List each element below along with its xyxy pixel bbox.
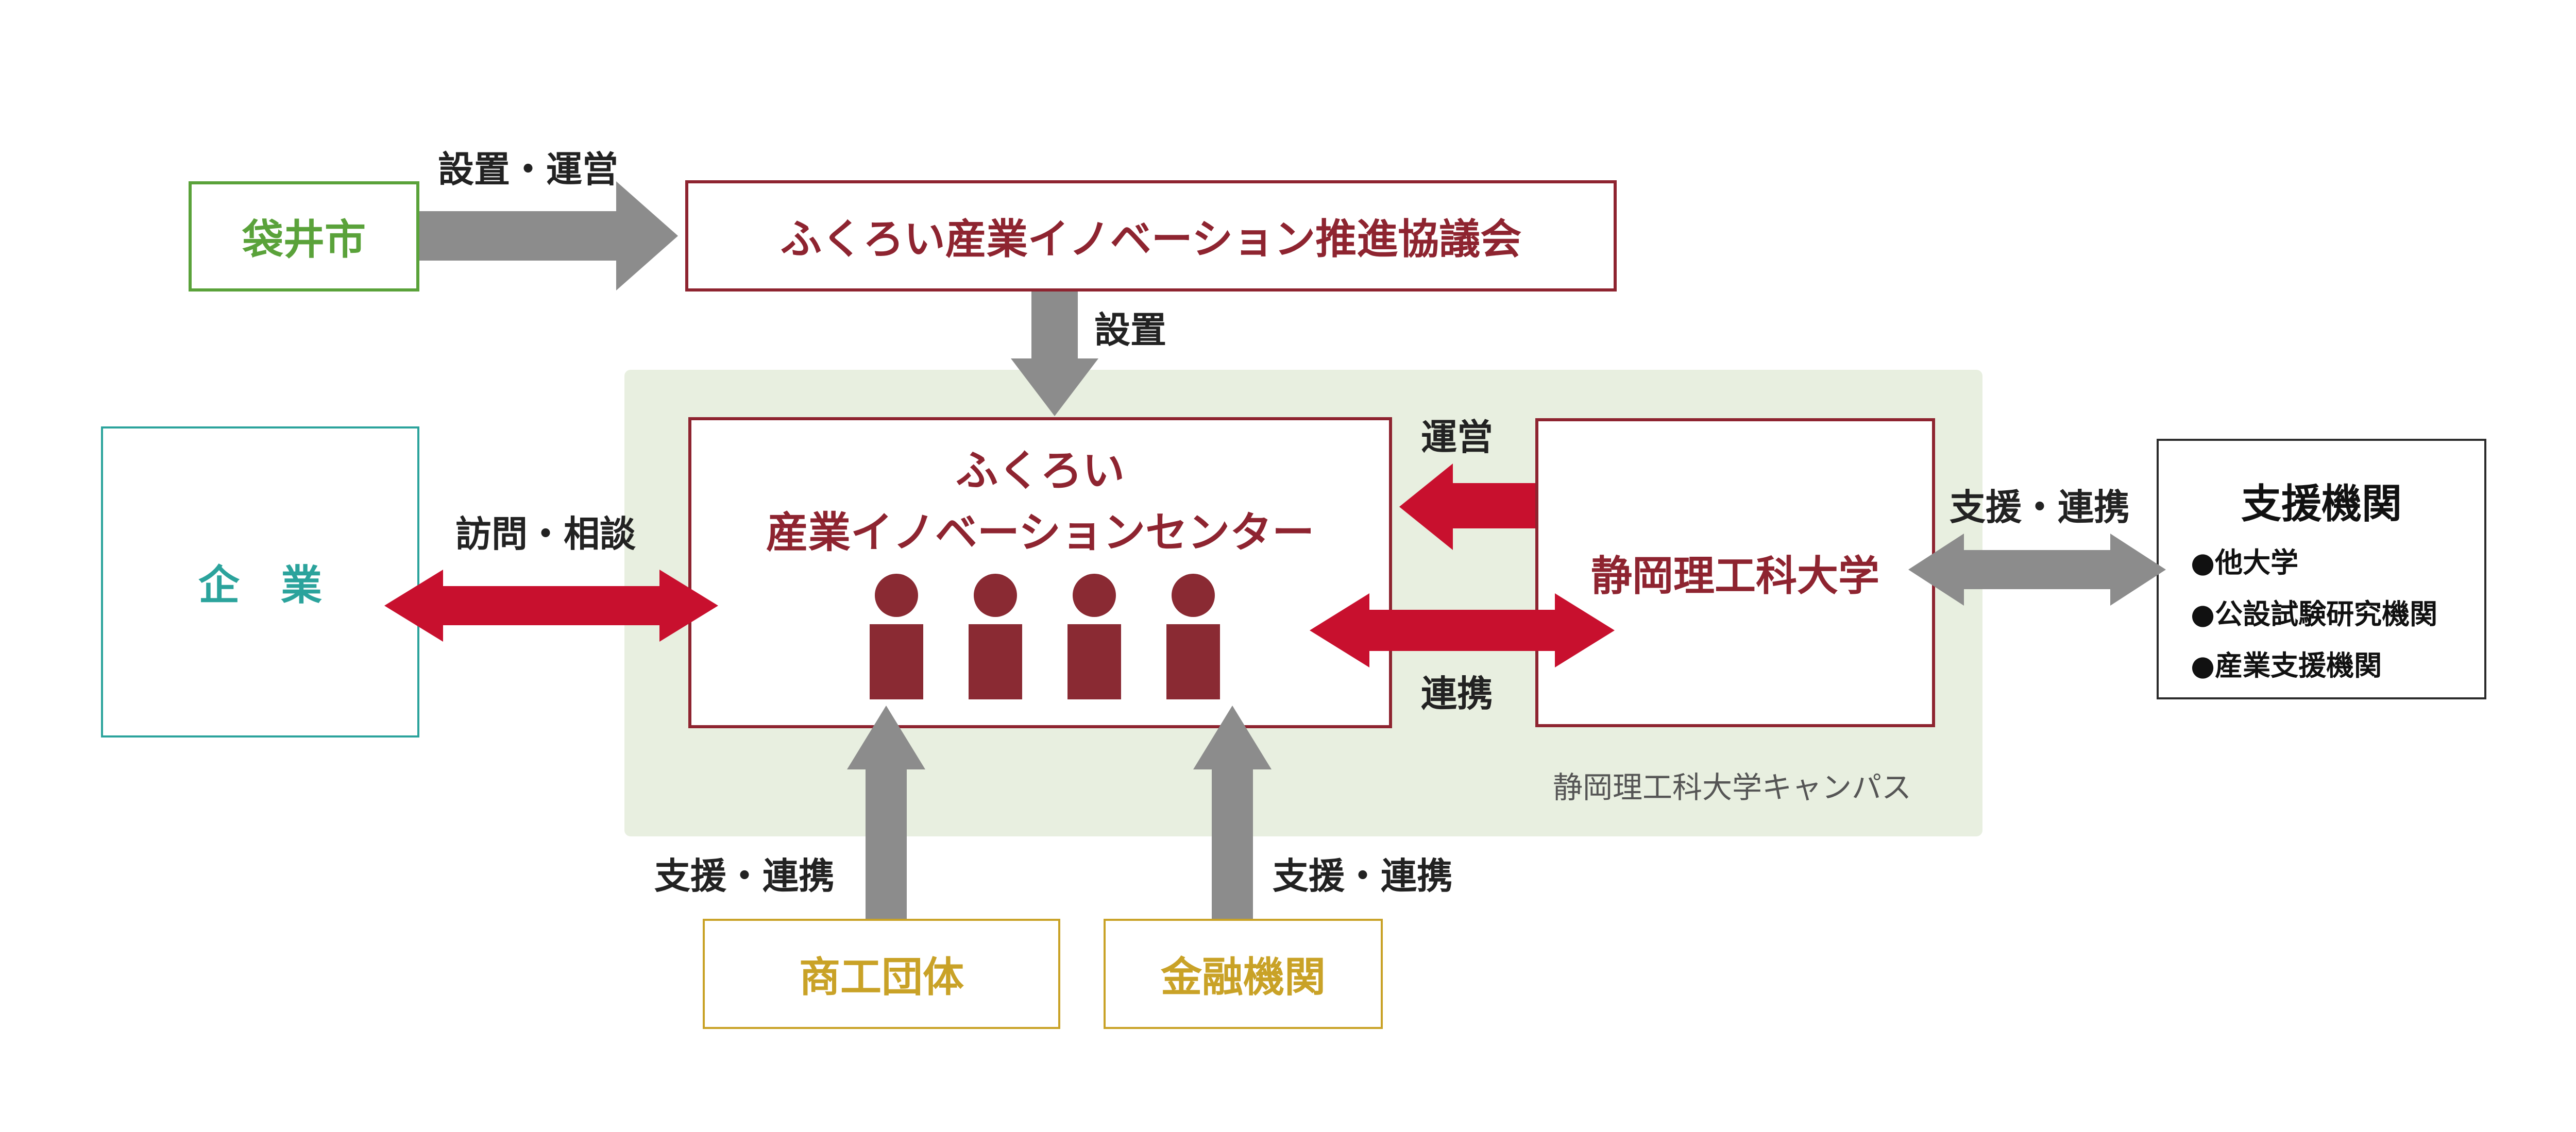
person-icon (1067, 574, 1121, 699)
center-title: ふくろい 産業イノベーションセンター (688, 440, 1392, 564)
arrow-center-university (1310, 593, 1615, 667)
company-label: 企 業 (198, 561, 322, 609)
person-icon (1166, 574, 1220, 699)
edge-label-council-center: 設置 (1094, 309, 1166, 351)
arrow-city-to-council (419, 181, 678, 290)
university-label: 静岡理工科大学 (1591, 552, 1879, 600)
finance-node: 金融機関 (1104, 919, 1383, 1029)
person-icon (969, 574, 1022, 699)
edge-label-finance-center: 支援・連携 (1273, 855, 1453, 897)
city-label: 袋井市 (242, 216, 366, 264)
support-org-item: ●他大学 (2191, 546, 2299, 579)
center-title-line1: ふくろい (955, 447, 1125, 495)
center-node (688, 417, 1392, 728)
edge-label-commerce-center: 支援・連携 (654, 855, 835, 897)
edge-label-company-center: 訪問・相談 (455, 513, 636, 555)
edge-label-university-center: 運営 (1421, 416, 1493, 458)
edge-label-city-council: 設置・運営 (438, 148, 618, 191)
support-org-item: ●公設試験研究機関 (2191, 598, 2438, 630)
arrow-company-center (384, 570, 718, 642)
support-org-item: ●産業支援機関 (2191, 649, 2382, 682)
arrow-commerce-to-center (847, 706, 925, 919)
campus-label: 静岡理工科大学キャンパス (1553, 770, 1912, 805)
council-label: ふくろい産業イノベーション推進協議会 (780, 215, 1522, 263)
finance-label: 金融機関 (1161, 953, 1326, 1001)
support-org-title: 支援機関 (2241, 481, 2402, 527)
edge-label-center-university: 連携 (1421, 673, 1493, 715)
arrow-finance-to-center (1193, 706, 1272, 919)
university-node: 静岡理工科大学 (1535, 418, 1935, 727)
commerce-label: 商工団体 (799, 953, 964, 1001)
company-node: 企 業 (101, 426, 419, 737)
arrow-university-support (1908, 534, 2166, 606)
council-node: ふくろい産業イノベーション推進協議会 (685, 180, 1617, 291)
arrow-university-to-center (1399, 464, 1535, 550)
person-icon (870, 574, 923, 699)
city-node: 袋井市 (189, 181, 419, 291)
center-title-line2: 産業イノベーションセンター (766, 508, 1315, 557)
support-org-node: 支援機関 ●他大学 ●公設試験研究機関 ●産業支援機関 (2157, 439, 2486, 699)
edge-label-university-support: 支援・連携 (1950, 486, 2130, 528)
commerce-node: 商工団体 (703, 919, 1060, 1029)
arrow-council-to-center (1011, 291, 1098, 416)
